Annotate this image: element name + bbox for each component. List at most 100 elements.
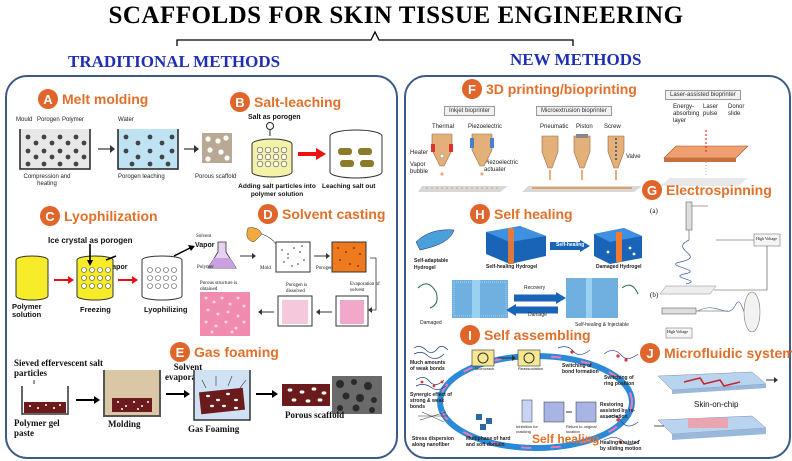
assembling-stress-label: Stress dispersion along nanofiber xyxy=(412,436,454,448)
electro-b: (b) xyxy=(650,291,659,299)
lyo-lyophilizing-label: Lyophilizing xyxy=(144,305,188,314)
assembling-microcrack-label: Microcrack xyxy=(475,366,495,371)
title-brace xyxy=(176,30,574,46)
electro-hv2: High Voltage xyxy=(667,329,689,334)
melt-molding-diagram xyxy=(19,129,232,170)
printing-header: F 3D printing/bioprinting xyxy=(462,79,637,99)
self-healing-label: Self healing xyxy=(494,206,573,222)
badge-d: D xyxy=(258,204,278,224)
solvent-solvent-label: Solvent xyxy=(196,234,212,239)
electro-hv1: High Voltage xyxy=(756,236,778,241)
microext-box: Microextrusion bioprinter xyxy=(536,106,612,116)
lyophilization-header: C Lyophilization xyxy=(40,206,158,226)
new-heading: NEW METHODS xyxy=(510,50,642,69)
thermal-label: Thermal xyxy=(432,124,455,130)
healing-recovery-label: Recovery xyxy=(524,285,546,291)
solvent-casting-header: D Solvent casting xyxy=(258,204,385,224)
printing-label: 3D printing/bioprinting xyxy=(486,81,637,97)
badge-j: J xyxy=(640,343,660,363)
self-assembling-label: Self assembling xyxy=(484,327,591,343)
assembling-return-label: Return to original location xyxy=(566,424,597,434)
lyo-ice-label: Ice crystal as porogen xyxy=(48,236,133,245)
screw-label: Screw xyxy=(604,124,621,130)
melt-molding-header: A Melt molding xyxy=(38,89,148,109)
skin-on-chip-label: Skin-on-chip xyxy=(694,400,739,409)
lyo-vapor2: Vapor xyxy=(195,242,215,249)
microfluidic-label: Microfluidic systems xyxy=(664,345,792,361)
lyo-polymer-label: Polymer solution xyxy=(12,302,42,319)
solvent-porous-label: Porous structure is obtained xyxy=(200,281,238,292)
pneumatic-label: Pneumatic xyxy=(540,124,569,130)
badge-g: G xyxy=(642,180,662,200)
lyophilization-diagram xyxy=(15,244,195,301)
melt-water-label: Water xyxy=(118,117,134,123)
lyo-vapor1: Vapor xyxy=(108,264,128,271)
valve-label: Valve xyxy=(626,154,641,160)
solvent-dissolved-label: Porogen is dissolved xyxy=(286,283,308,294)
badge-e: E xyxy=(170,342,190,362)
microfluidic-header: J Microfluidic systems xyxy=(640,343,792,363)
microfluidic-diagram xyxy=(654,371,778,440)
solvent-casting-label: Solvent casting xyxy=(282,206,386,222)
gas-sieved-label: Sieved effervescent salt particles xyxy=(14,358,103,378)
page-title: SCAFFOLDS FOR SKIN TISSUE ENGINEERING xyxy=(108,2,684,29)
electrospinning-header: G Electrospinning xyxy=(642,180,772,200)
self-healing-diagram xyxy=(415,226,642,318)
gas-foaming-label: Gas foaming xyxy=(194,344,279,360)
assembling-multiphase-label: Multiphase of hard and soft domain xyxy=(466,436,511,448)
salt-leaching-diagram xyxy=(251,122,383,179)
gas-molding-label: Molding xyxy=(108,419,141,429)
electrospinning-diagram xyxy=(659,201,781,339)
lyophilization-label: Lyophilization xyxy=(64,208,158,224)
healing-injectable-label: Self-healing & Injectable xyxy=(575,322,629,328)
assembling-synergic-label: Synergic effect of strong & weak bonds xyxy=(410,392,452,410)
healing-damaged-label: Damaged xyxy=(420,320,442,326)
inkjet-box: Inkjet bioprinter xyxy=(444,106,496,116)
piston-label: Piston xyxy=(576,124,593,130)
laser-box: Laser-assisted bioprinter xyxy=(665,90,741,100)
gas-paste-label: Polymer gel paste xyxy=(14,418,60,438)
assembling-reassociation-label: Reassociation xyxy=(518,366,544,371)
salt-leaching-header: B Salt-leaching xyxy=(230,92,341,112)
healing-adaptable-label: Self-adaptable Hydrogel xyxy=(414,258,449,271)
traditional-heading: TRADITIONAL METHODS xyxy=(68,52,281,71)
printing-diagram xyxy=(418,130,749,192)
piezo-actuater-label: Piezoelectric actuater xyxy=(484,160,519,173)
self-assembling-header: I Self assembling xyxy=(460,325,591,345)
heater-label: Heater xyxy=(410,150,429,156)
piezo-label: Piezoelectric xyxy=(468,124,503,130)
self-assembling-diagram xyxy=(413,346,641,451)
badge-c: C xyxy=(40,206,60,226)
assembling-restoring-label: Restoring assisted by re-association xyxy=(600,402,636,420)
badge-a: A xyxy=(38,89,58,109)
melt-mould-label: Mould xyxy=(16,117,33,123)
lyo-freezing-label: Freezing xyxy=(80,305,111,314)
new-panel xyxy=(404,75,791,459)
assembling-switch-ring-label: Switching of ring position xyxy=(604,375,635,387)
pulse-label: Laser pulse xyxy=(703,104,719,117)
assembling-weak-label: Much amounts of weak bonds xyxy=(410,360,446,372)
melt-step1: Compression and heating xyxy=(23,174,71,187)
healing-damage-label: Damage xyxy=(528,312,547,318)
solvent-polymer-label: Polymer xyxy=(197,265,214,270)
assembling-inhibition-label: Inhibition for cracking xyxy=(516,424,538,434)
badge-i: I xyxy=(460,325,480,345)
solvent-porogen-label: Porogen xyxy=(316,266,333,271)
gas-solvent-evap-label: Solvent evaporation xyxy=(165,362,211,382)
healing-arrow-label: Self-healing xyxy=(556,242,585,248)
gas-scaffold-label: Porous scaffold xyxy=(285,410,345,420)
donor-label: Donor slide xyxy=(728,104,745,117)
melt-molding-label: Melt molding xyxy=(62,91,149,107)
salt-porogen-label: Salt as porogen xyxy=(248,114,301,121)
electro-a: (a) xyxy=(650,207,658,215)
solvent-casting-diagram xyxy=(200,227,377,336)
healing-gel-label: Self-healing Hydrogel xyxy=(486,264,538,270)
salt-step2: Leaching salt out xyxy=(322,183,376,190)
healing-damaged-gel-label: Damaged Hydrogel xyxy=(596,264,642,270)
melt-step2: Porogen leaching xyxy=(118,174,165,180)
assembling-ring-label: Self healing xyxy=(532,432,600,446)
melt-polymer-label: Polymer xyxy=(62,117,85,123)
badge-h: H xyxy=(470,204,490,224)
assembling-switch-bond-label: Switching of bond formation xyxy=(562,363,599,375)
gas-foaming-step-label: Gas Foaming xyxy=(188,424,240,434)
